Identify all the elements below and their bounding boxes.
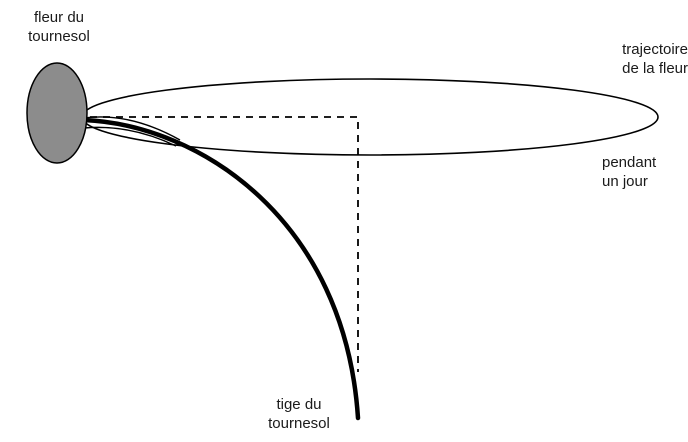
- trajectory-label-line-2: de la fleur: [622, 60, 688, 77]
- flower-label-line-2: tournesol: [28, 28, 90, 45]
- flower-label: fleur du tournesol: [0, 8, 118, 46]
- flower-head-edge-top: [83, 116, 181, 141]
- dashed-reference-line: [90, 116, 359, 372]
- flower-label-line-1: fleur du: [33, 9, 85, 26]
- trajectory-label: trajectoire de la fleur: [578, 40, 688, 78]
- stem-label-line-2: tournesol: [268, 415, 330, 432]
- flower-head-edge-bottom: [83, 126, 177, 147]
- trajectory-label-line-1: trajectoire: [622, 41, 688, 58]
- during-day-label-line-2: un jour: [602, 173, 648, 190]
- during-day-label: pendant un jour: [602, 153, 656, 191]
- sunflower-stem: [81, 117, 361, 421]
- during-day-label-line-1: pendant: [602, 154, 657, 171]
- stem-label-line-1: tige du: [276, 396, 322, 413]
- stem-label: tige du tournesol: [240, 395, 358, 433]
- sunflower-head: [26, 62, 88, 164]
